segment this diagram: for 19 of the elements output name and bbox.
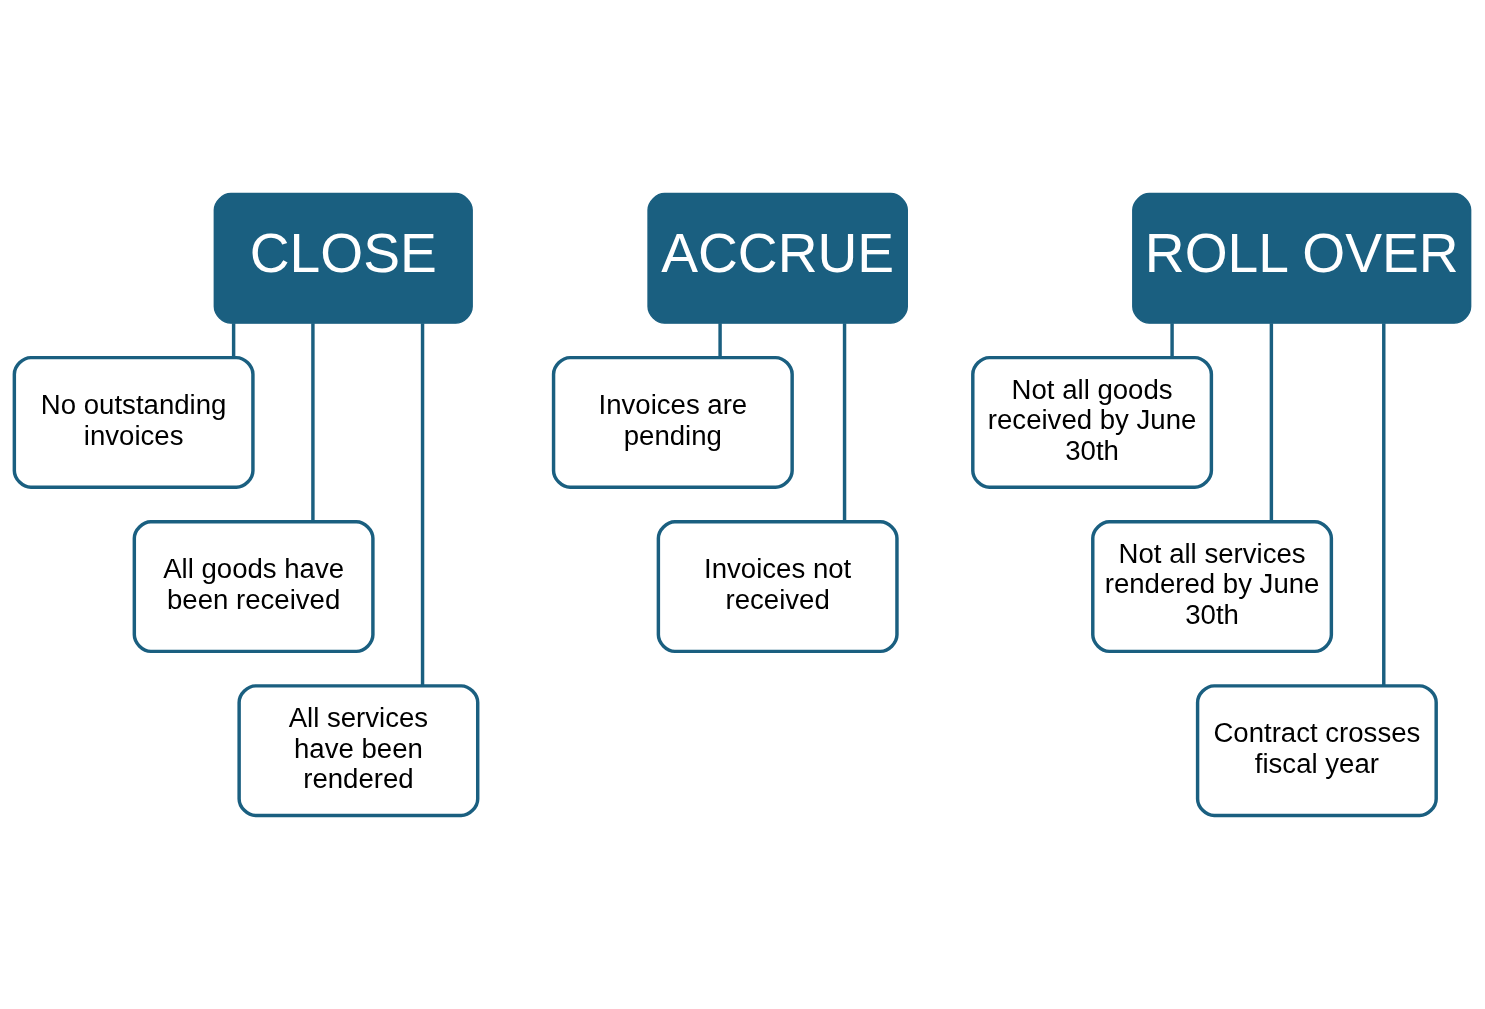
- node-box: Contract crosses fiscal year: [1195, 684, 1438, 818]
- node-box: CLOSE: [213, 192, 473, 324]
- node-box: No outstanding invoices: [12, 355, 255, 489]
- connector: [842, 323, 847, 522]
- connector: [1382, 323, 1386, 686]
- connector: [420, 323, 425, 686]
- node-box: Not all services rendered by June 30th: [1091, 520, 1334, 654]
- connector: [1170, 323, 1174, 358]
- node-box: All services have been rendered: [237, 684, 480, 818]
- connector: [718, 323, 722, 358]
- connector: [1269, 323, 1274, 522]
- node-box: ACCRUE: [647, 192, 908, 324]
- connector: [231, 323, 236, 358]
- node-box: Not all goods received by June 30th: [971, 355, 1214, 489]
- node-box: Invoices are pending: [551, 355, 794, 489]
- node-box: All goods have been received: [132, 520, 375, 654]
- node-box: Invoices not received: [656, 520, 899, 654]
- connector: [311, 323, 315, 522]
- node-box: ROLL OVER: [1132, 192, 1472, 324]
